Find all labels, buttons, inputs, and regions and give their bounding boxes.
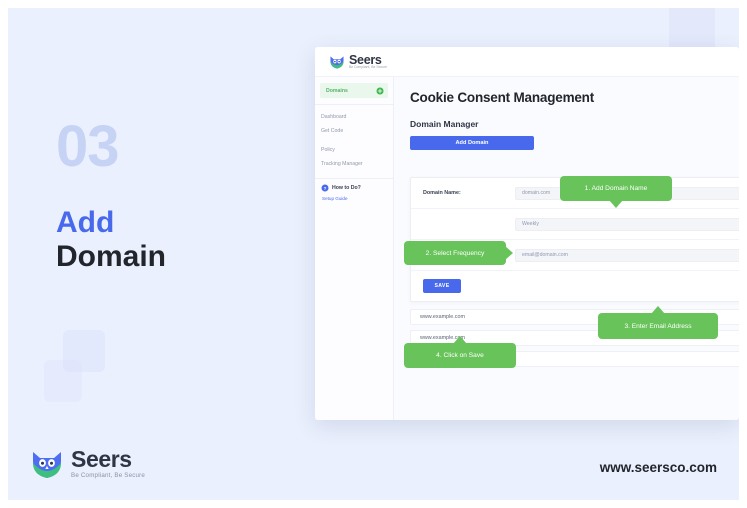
app-brand-logo[interactable]: Seers Be Compliant, Be Secure bbox=[329, 54, 387, 70]
callout-step-2: 2. Select Frequency bbox=[404, 241, 513, 265]
email-input[interactable]: email@domain.com bbox=[515, 248, 739, 262]
question-circle-icon: ? bbox=[321, 184, 329, 192]
callout-step-1: 1. Add Domain Name bbox=[560, 176, 672, 208]
frequency-select[interactable]: Weekly bbox=[515, 217, 739, 231]
app-topbar: Seers Be Compliant, Be Secure bbox=[315, 47, 739, 77]
domain-name-label: Domain Name: bbox=[423, 190, 461, 196]
sidebar-item-label: Get Code bbox=[321, 128, 344, 134]
add-domain-button[interactable]: Add Domain bbox=[410, 136, 534, 150]
sidebar-item-dashboard[interactable]: Dashboard bbox=[315, 110, 393, 124]
slide-title-line-1: Add bbox=[56, 206, 115, 239]
decorative-square-bottom-left-2 bbox=[44, 360, 82, 402]
seers-owl-icon bbox=[33, 451, 61, 478]
slide-title-block: 03 Add Domain bbox=[56, 118, 296, 273]
callout-step-4: 4. Click on Save bbox=[404, 336, 516, 368]
page-title: Cookie Consent Management bbox=[410, 90, 595, 105]
save-button[interactable]: SAVE bbox=[423, 279, 461, 293]
app-brand-tagline: Be Compliant, Be Secure bbox=[349, 65, 388, 70]
plus-circle-icon[interactable] bbox=[376, 87, 384, 95]
sidebar-item-label: Domains bbox=[326, 87, 348, 94]
sidebar-item-get-code[interactable]: Get Code bbox=[315, 124, 393, 138]
section-subtitle: Domain Manager bbox=[410, 119, 479, 129]
app-brand-name: Seers bbox=[349, 52, 382, 67]
sidebar-item-label: Tracking Manager bbox=[321, 161, 363, 167]
setup-guide-link[interactable]: Setup Guide bbox=[322, 196, 348, 201]
slide-title-line-2: Domain bbox=[56, 239, 167, 273]
sidebar-item-policy[interactable]: Policy bbox=[315, 143, 393, 157]
slide-canvas: 03 Add Domain Seers Be Compliant, Be Sec… bbox=[8, 8, 739, 500]
domain-row-name: www.example.com bbox=[420, 314, 465, 320]
domain-row-name: www.example.com bbox=[420, 335, 465, 341]
svg-text:?: ? bbox=[324, 186, 327, 191]
callout-step-3: 3. Enter Email Address bbox=[598, 306, 718, 339]
sidebar-item-domains[interactable]: Domains bbox=[320, 83, 388, 98]
form-row-email: Email: email@domain.com bbox=[411, 240, 739, 271]
sidebar-item-tracking-manager[interactable]: Tracking Manager bbox=[315, 157, 393, 171]
form-row-frequency: Weekly bbox=[411, 209, 739, 240]
app-brand-text: Seers Be Compliant, Be Secure bbox=[349, 54, 387, 70]
app-body: Domains Dashboard Get Code bbox=[315, 77, 739, 420]
help-row[interactable]: ? How to Do? bbox=[321, 184, 393, 192]
footer-brand-logo: Seers Be Compliant, Be Secure bbox=[30, 448, 145, 479]
seers-owl-icon-small bbox=[330, 55, 344, 69]
brand-tagline: Be Compliant, Be Secure bbox=[71, 472, 146, 479]
sidebar-help-section: ? How to Do? Setup Guide bbox=[315, 178, 393, 201]
sidebar: Domains Dashboard Get Code bbox=[315, 77, 394, 420]
app-window: Seers Be Compliant, Be Secure Domains bbox=[315, 47, 739, 420]
form-row-save: SAVE bbox=[411, 271, 739, 301]
footer-website-url: www.seersco.com bbox=[599, 460, 717, 475]
sidebar-item-label: Dashboard bbox=[321, 114, 347, 120]
sidebar-item-label: Policy bbox=[321, 147, 335, 153]
help-label: How to Do? bbox=[332, 185, 361, 191]
slide-number: 03 bbox=[56, 114, 120, 179]
brand-text: Seers Be Compliant, Be Secure bbox=[71, 448, 145, 479]
decorative-square-bottom-left-1 bbox=[63, 330, 105, 372]
brand-name: Seers bbox=[71, 446, 132, 472]
frequency-selected-value: Weekly bbox=[522, 221, 539, 227]
sidebar-divider bbox=[315, 104, 393, 105]
